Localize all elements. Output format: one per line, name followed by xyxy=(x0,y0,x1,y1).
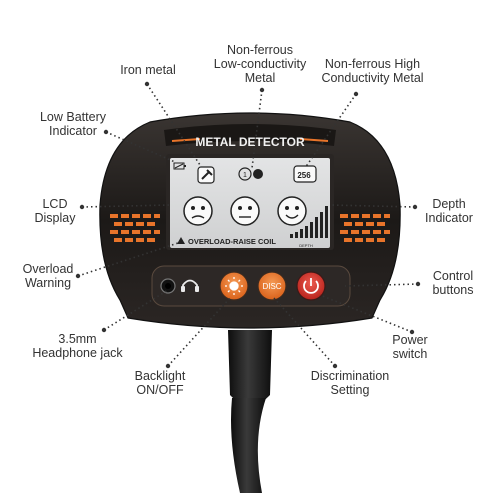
sun-icon xyxy=(225,277,243,295)
label-power-switch: Power switch xyxy=(392,333,428,361)
label-non-ferrous-low: Non-ferrous Low-conductivity Metal xyxy=(213,43,307,85)
disc-button-label: DISC xyxy=(262,282,281,291)
warning-triangle-icon xyxy=(177,237,185,244)
coin-icon-high: 256 xyxy=(293,165,317,183)
label-lcd-display: LCD Display xyxy=(34,197,76,225)
header-label: METAL DETECTOR xyxy=(195,135,305,149)
hammer-icon xyxy=(197,166,215,184)
orange-pattern-left xyxy=(110,214,160,242)
overload-warning-text: OVERLOAD-RAISE COIL xyxy=(188,237,276,246)
label-iron-metal: Iron metal xyxy=(120,63,176,77)
battery-icon xyxy=(173,162,186,170)
label-depth-indicator: Depth Indicator xyxy=(425,197,473,225)
lcd-display: 1 256 xyxy=(166,154,334,250)
label-overload-warning: Overload Warning xyxy=(22,262,74,290)
face-icon-right xyxy=(277,196,307,226)
orange-pattern-right xyxy=(340,214,390,242)
label-headphone-jack: 3.5mm Headphone jack xyxy=(32,332,123,360)
depth-label: DEPTH xyxy=(299,243,313,248)
face-icon-left xyxy=(183,196,213,226)
disc-value-right: 256 xyxy=(297,171,311,180)
leader-lines xyxy=(77,83,419,367)
label-low-battery: Low Battery Indicator xyxy=(39,110,106,138)
label-backlight: Backlight ON/OFF xyxy=(134,369,186,397)
headphone-icon xyxy=(181,279,199,292)
headphone-jack[interactable] xyxy=(160,278,176,294)
label-control-buttons: Control buttons xyxy=(432,269,474,297)
disc-value-left: 1 xyxy=(243,172,247,179)
backlight-button[interactable] xyxy=(219,271,249,301)
face-icon-middle xyxy=(230,196,260,226)
label-discrimination: Discrimination Setting xyxy=(310,369,390,397)
power-icon xyxy=(303,278,319,294)
disc-button[interactable]: DISC xyxy=(257,271,287,301)
coin-icon-low: 1 xyxy=(238,167,263,181)
handle-pole xyxy=(228,330,272,493)
depth-bars xyxy=(290,206,328,238)
leader-dots xyxy=(75,81,421,369)
power-button[interactable] xyxy=(296,271,326,301)
label-non-ferrous-high: Non-ferrous High Conductivity Metal xyxy=(321,57,424,85)
